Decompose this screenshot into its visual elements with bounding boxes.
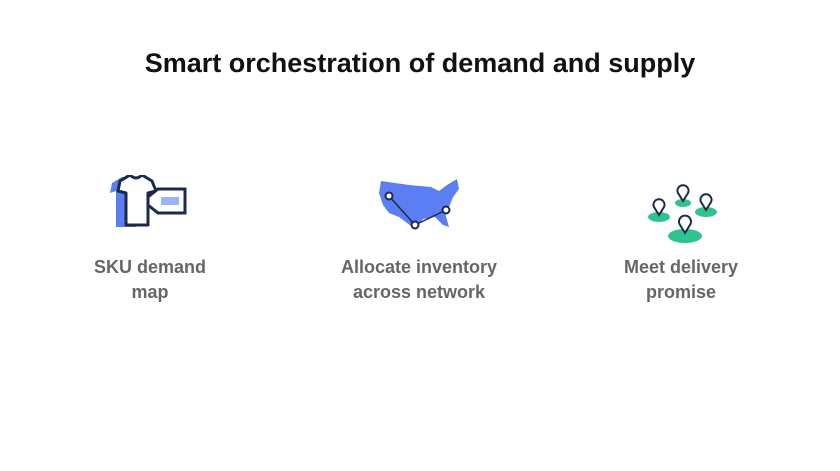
item-delivery-promise: Meet delivery promise	[581, 175, 781, 305]
item-sku-demand: SKU demand map	[50, 175, 250, 305]
tshirt-tag-icon	[110, 175, 187, 227]
item-label-line2: map	[131, 282, 169, 302]
item-label-line1: Allocate inventory	[340, 257, 498, 277]
us-map-route-icon	[379, 179, 459, 230]
item-label-line1: SKU demand	[93, 257, 207, 277]
item-label-line1: Meet delivery	[623, 257, 739, 277]
item-allocate-inventory: Allocate inventory across network	[319, 175, 519, 305]
slide-title: Smart orchestration of demand and supply	[144, 48, 696, 78]
item-label-line2: across network	[352, 282, 486, 302]
location-pins-icon	[648, 184, 717, 243]
item-label-line2: promise	[645, 282, 717, 302]
